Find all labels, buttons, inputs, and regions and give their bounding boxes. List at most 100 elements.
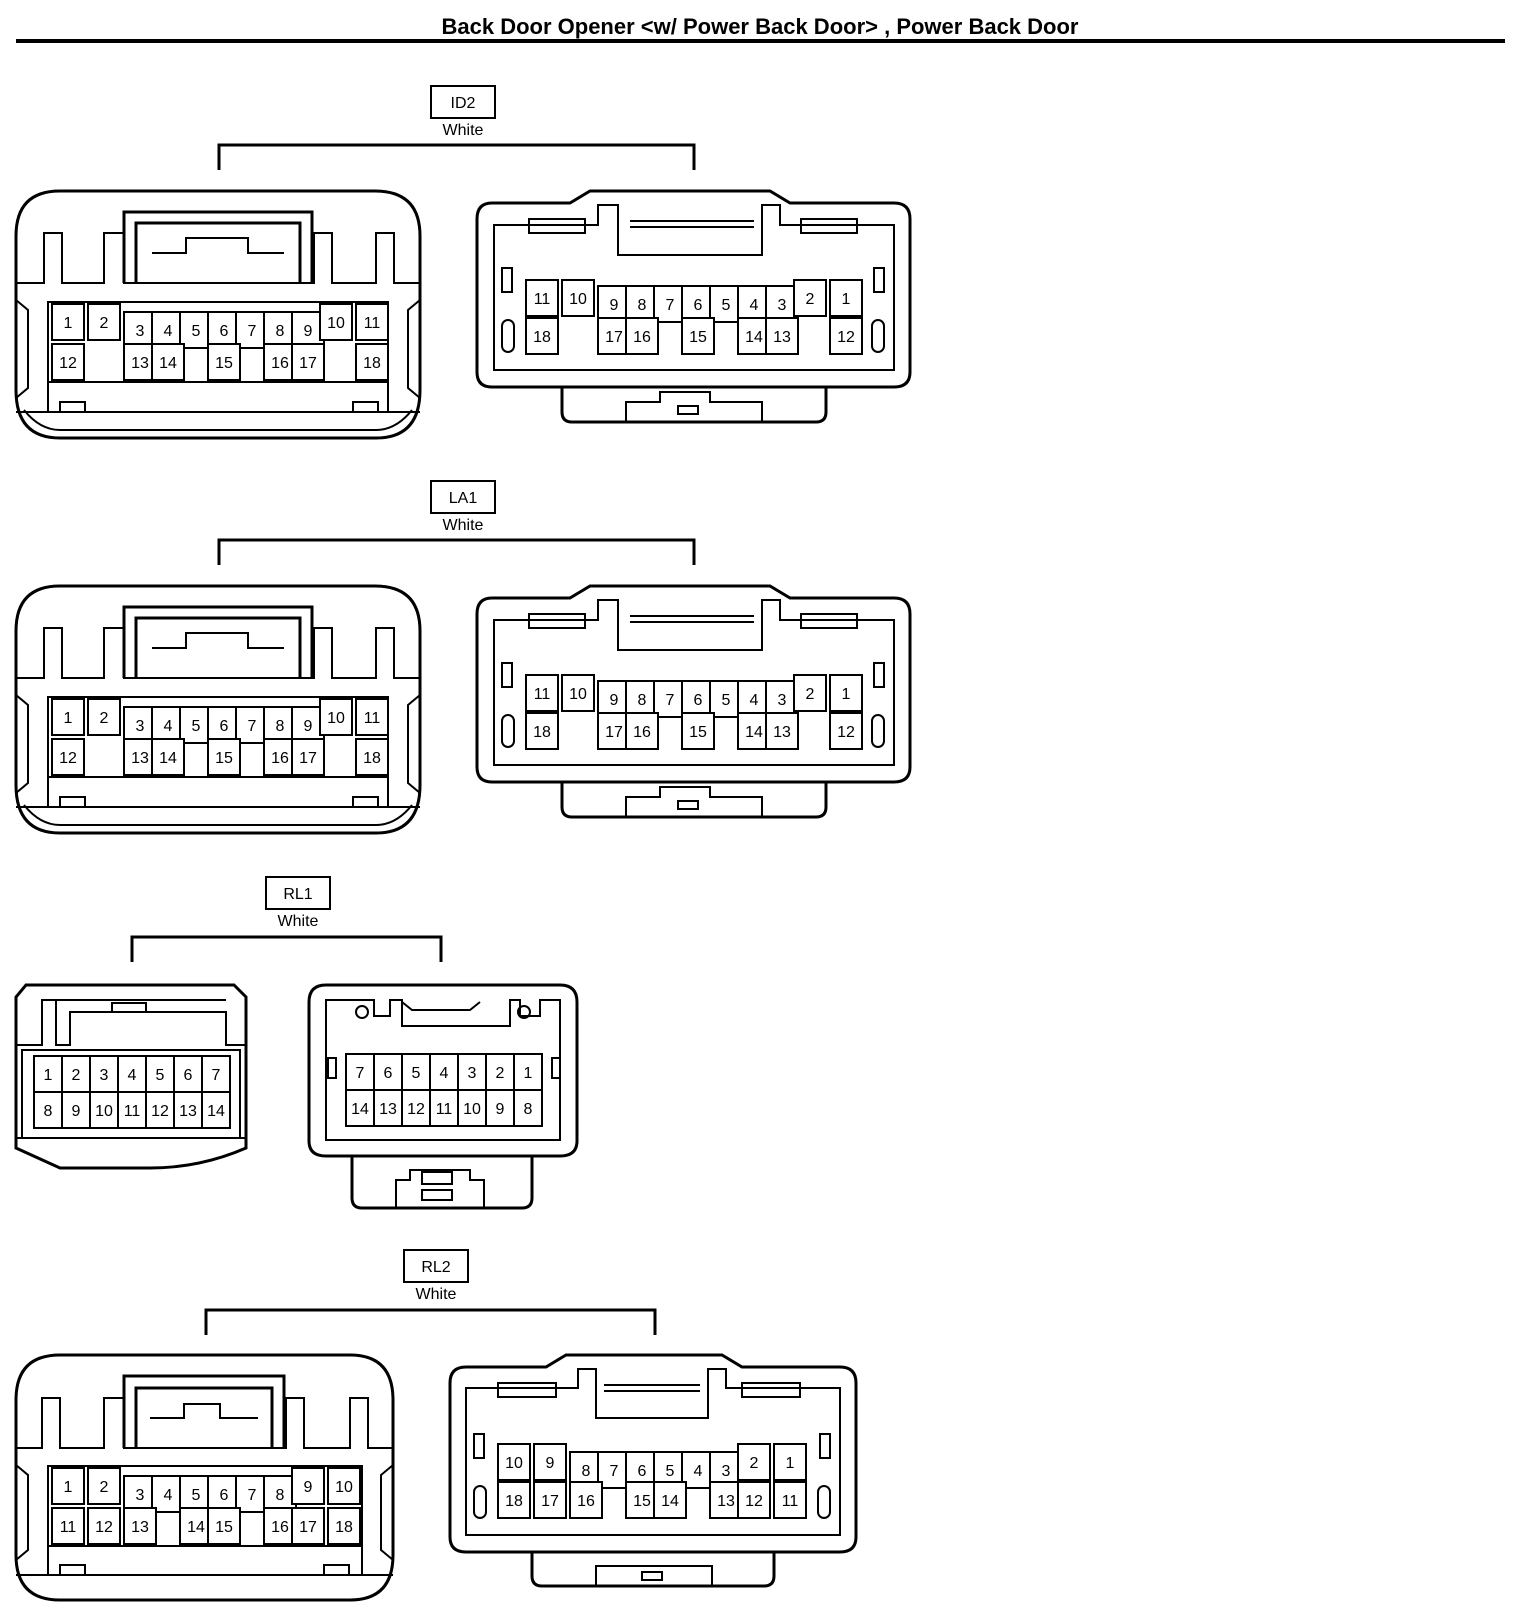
pin-cell	[681, 317, 715, 355]
pin-number: 3	[136, 718, 145, 735]
pin-cell	[51, 738, 85, 776]
pin-number: 12	[837, 724, 855, 741]
pin-cell	[123, 1507, 157, 1545]
pin-number: 2	[750, 1455, 759, 1472]
pin-cell	[263, 1507, 297, 1545]
pin-cell	[765, 712, 799, 750]
pin-cell	[793, 279, 827, 317]
connector-id: RL2	[421, 1259, 450, 1276]
pin-cell	[327, 1507, 361, 1545]
pin-number: 18	[363, 750, 381, 767]
pin-number: 5	[192, 323, 201, 340]
pin-cell	[737, 1481, 771, 1519]
pin-cell	[207, 1507, 241, 1545]
pin-number: 5	[156, 1067, 165, 1084]
pin-number: 11	[124, 1103, 141, 1120]
pin-number: 3	[778, 297, 787, 314]
pin-number: 14	[159, 355, 177, 372]
pin-cell	[355, 738, 389, 776]
pin-cell	[737, 285, 771, 323]
pin-cell	[235, 311, 269, 349]
pin-cell	[773, 1443, 807, 1481]
pin-number: 2	[100, 710, 109, 727]
pin-cell	[737, 1443, 771, 1481]
pin-number: 11	[364, 315, 381, 332]
pin-cell	[525, 674, 559, 712]
pin-number: 4	[750, 297, 759, 314]
pin-number: 10	[463, 1101, 481, 1118]
pin-cell	[207, 1475, 241, 1513]
pin-cell	[737, 712, 771, 750]
pin-number: 6	[184, 1067, 193, 1084]
pin-number: 16	[271, 1519, 289, 1536]
pin-number: 3	[136, 1487, 145, 1504]
connector-female-housing	[14, 584, 422, 835]
pin-number: 12	[151, 1103, 169, 1120]
pin-number: 15	[689, 724, 707, 741]
pin-number: 14	[187, 1519, 205, 1536]
pin-cell	[151, 311, 185, 349]
pin-cell	[681, 285, 715, 323]
pin-number: 4	[164, 718, 173, 735]
pin-number: 15	[689, 329, 707, 346]
pin-number: 17	[299, 750, 317, 767]
pin-cell	[291, 1467, 325, 1505]
pin-number: 1	[842, 686, 851, 703]
pin-cell	[625, 1481, 659, 1519]
pin-number: 18	[533, 329, 551, 346]
pin-cell	[561, 674, 595, 712]
pin-cell	[625, 317, 659, 355]
pin-number: 14	[351, 1101, 369, 1118]
pin-number: 18	[505, 1493, 523, 1510]
connector-bracket	[130, 935, 443, 962]
pin-cell	[173, 1091, 203, 1129]
pin-number: 11	[534, 686, 551, 703]
pin-number: 14	[745, 724, 763, 741]
connector-id-box	[265, 876, 331, 910]
pin-cell	[327, 1467, 361, 1505]
connector-female-housing	[14, 983, 248, 1170]
pin-number: 1	[64, 315, 73, 332]
pin-number: 2	[496, 1065, 505, 1082]
pin-number: 2	[806, 686, 815, 703]
pin-number: 8	[638, 692, 647, 709]
pin-cell	[345, 1053, 375, 1091]
pin-number: 16	[271, 355, 289, 372]
pin-cell	[51, 1467, 85, 1505]
pin-number: 11	[534, 291, 551, 308]
connector-color: White	[443, 517, 484, 534]
pin-cell	[829, 712, 863, 750]
pin-cell	[173, 1055, 203, 1093]
pin-cell	[829, 674, 863, 712]
pin-number: 6	[384, 1065, 393, 1082]
pin-number: 18	[363, 355, 381, 372]
pin-number: 8	[524, 1101, 533, 1118]
connector-id: LA1	[449, 490, 478, 507]
pin-number: 4	[128, 1067, 137, 1084]
pin-number: 12	[59, 355, 77, 372]
pin-cell	[151, 1475, 185, 1513]
pin-number: 18	[335, 1519, 353, 1536]
pin-number: 13	[131, 750, 149, 767]
pin-number: 9	[546, 1455, 555, 1472]
pin-cell	[51, 1507, 85, 1545]
pin-number: 5	[722, 692, 731, 709]
pin-number: 9	[304, 718, 313, 735]
pin-cell	[51, 698, 85, 736]
pin-number: 10	[335, 1479, 353, 1496]
pin-cell	[497, 1443, 531, 1481]
pin-cell	[207, 738, 241, 776]
pin-cell	[793, 674, 827, 712]
pin-cell	[207, 706, 241, 744]
pin-cell	[653, 680, 687, 718]
pin-number: 4	[750, 692, 759, 709]
connector-id-box	[430, 85, 496, 119]
pin-cell	[207, 343, 241, 381]
pin-cell	[123, 343, 157, 381]
pin-cell	[625, 680, 659, 718]
pin-cell	[179, 1507, 213, 1545]
connector-id-box	[403, 1249, 469, 1283]
pin-number: 1	[842, 291, 851, 308]
